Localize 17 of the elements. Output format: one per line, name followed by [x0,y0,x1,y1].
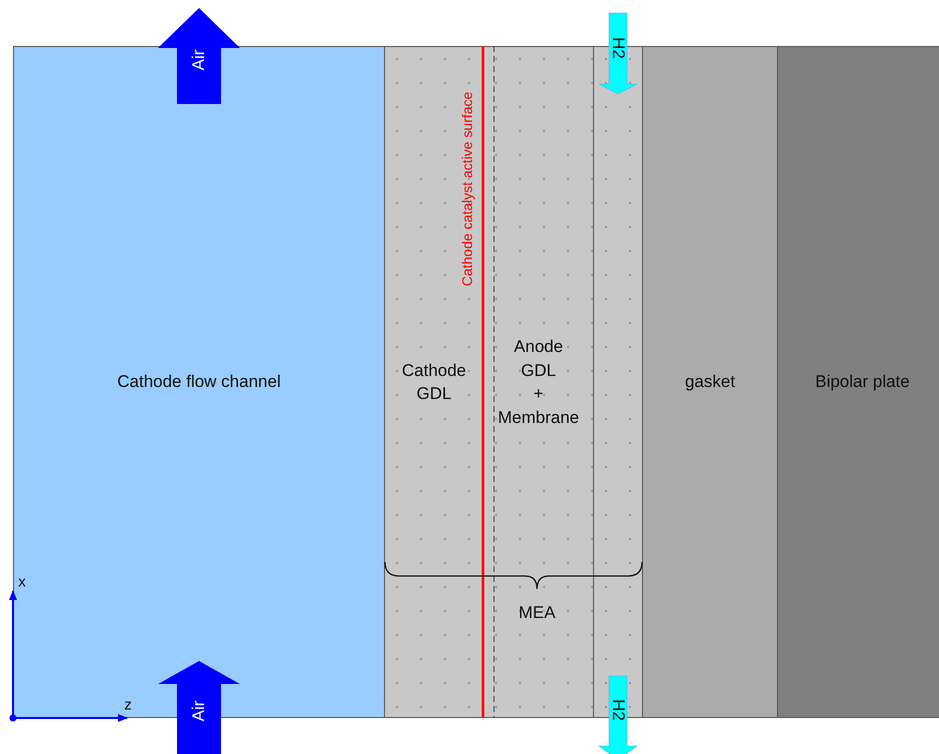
layer-region [384,46,483,718]
text-label: Air [189,50,209,70]
region-label: Cathode GDL [402,360,466,405]
text-label: x [18,574,26,590]
region-label: Bipolar plate [815,371,910,394]
layer-region [483,46,593,718]
text-label: z [124,696,132,714]
text-label: H2 [608,37,628,59]
text-label: Air [189,700,209,722]
text-label: H2 [608,699,628,721]
region-label: Cathode flow channel [117,371,281,394]
layer-region [777,46,939,718]
text-label: MEA [518,603,556,623]
text-label: Cathode catalyst active surface [459,92,475,286]
region-label: Anode GDL + Membrane [498,336,580,428]
region-label: gasket [684,371,736,394]
layer-region [642,46,777,718]
